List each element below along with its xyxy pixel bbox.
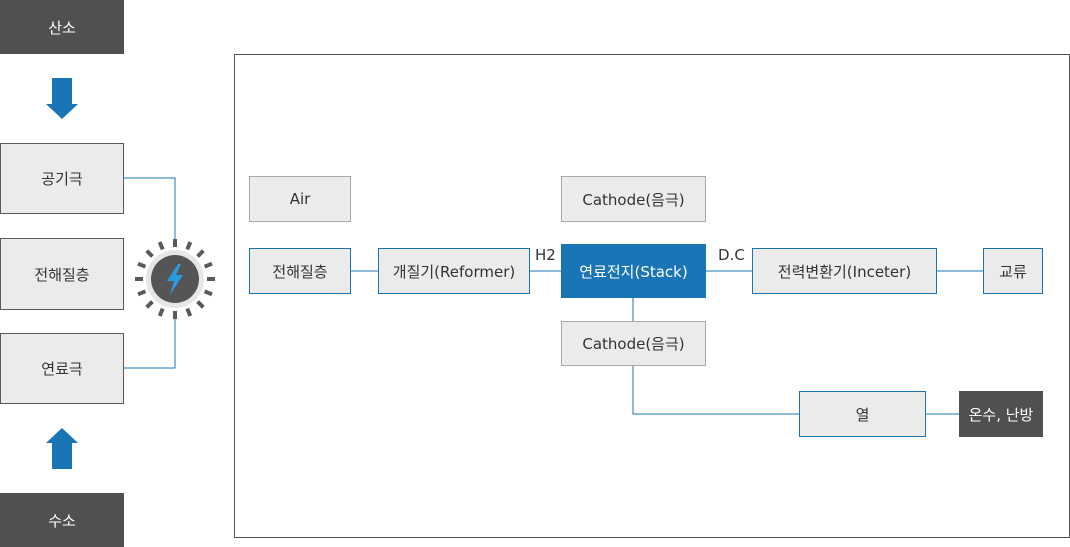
- hot-water-box: 온수, 난방: [959, 391, 1043, 437]
- connector-fuel-electrode: [124, 315, 176, 369]
- cathode-bottom-box: Cathode(음극): [561, 321, 706, 366]
- ac-box: 교류: [983, 248, 1043, 294]
- heat-label: 열: [855, 405, 870, 424]
- air-electrode-box: 공기극: [0, 143, 124, 214]
- oxygen-label: 산소: [48, 18, 76, 37]
- electrolyte-label: 전해질층: [272, 262, 328, 281]
- hot-water-label: 온수, 난방: [968, 405, 1034, 424]
- ac-label: 교류: [999, 262, 1027, 281]
- connector-air-electrode: [124, 177, 176, 244]
- hydrogen-label: 수소: [48, 511, 76, 530]
- hydrogen-box: 수소: [0, 493, 124, 547]
- stack-label: 연료전지(Stack): [579, 262, 688, 281]
- arrow-up-icon: [46, 428, 78, 469]
- fuel-electrode-box: 연료극: [0, 333, 124, 404]
- electrolyte-layer-label: 전해질층: [34, 265, 90, 284]
- reformer-box: 개질기(Reformer): [378, 248, 530, 294]
- inverter-box: 전력변환기(Inceter): [752, 248, 937, 294]
- air-label: Air: [289, 190, 311, 208]
- electrolyte-layer-box: 전해질층: [0, 238, 124, 310]
- fuel-electrode-label: 연료극: [41, 360, 83, 378]
- reformer-label: 개질기(Reformer): [392, 262, 516, 281]
- cathode-top-box: Cathode(음극): [561, 176, 706, 222]
- h2-label: H2: [535, 246, 556, 264]
- air-electrode-label: 공기극: [41, 170, 83, 188]
- arrow-down-icon: [46, 78, 78, 119]
- electrolyte-box: 전해질층: [249, 248, 351, 294]
- cathode-bottom-label: Cathode(음극): [582, 335, 685, 353]
- connector-cathode-heat: [632, 366, 799, 415]
- dc-label: D.C: [718, 246, 745, 264]
- stack-box: 연료전지(Stack): [561, 244, 706, 298]
- oxygen-box: 산소: [0, 0, 124, 54]
- lightning-icon: [135, 239, 215, 319]
- cathode-top-label: Cathode(음극): [582, 190, 685, 209]
- inverter-label: 전력변환기(Inceter): [777, 262, 912, 281]
- air-box: Air: [249, 176, 351, 222]
- heat-box: 열: [799, 391, 926, 437]
